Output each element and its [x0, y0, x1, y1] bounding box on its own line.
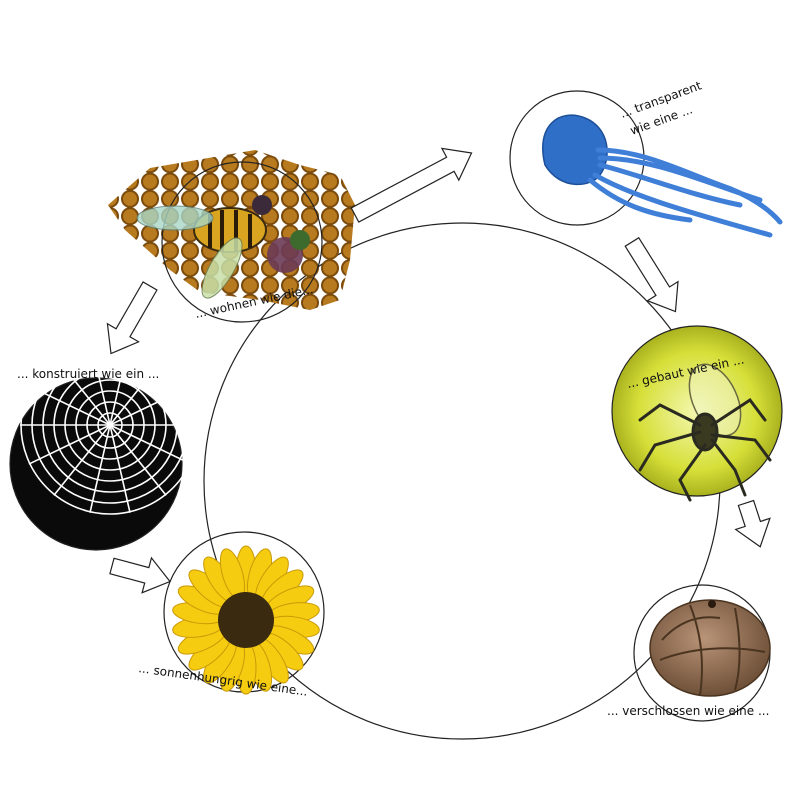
walnut-node: ... verschlossen wie eine ... — [607, 584, 771, 722]
spiderweb-label: ... konstruiert wie ein ... — [17, 367, 159, 381]
sunflower-icon — [172, 545, 320, 695]
arrow-spiderweb-to-sunflower — [109, 556, 171, 594]
spiderweb-node: ... konstruiert wie ein ... — [9, 335, 200, 551]
spiderweb-icon — [20, 335, 200, 515]
web-ring — [64, 379, 156, 471]
sunflower-node: ... sonnenhungrig wie eine... — [138, 531, 325, 699]
glass-spider-node: ... gebaut wie ein ... — [611, 325, 783, 502]
walnut-icon — [649, 599, 771, 697]
jellyfish-icon — [542, 114, 783, 238]
bee-icon — [136, 195, 310, 299]
arrow-bee-to-jellyfish — [350, 147, 473, 223]
web-ring — [53, 368, 167, 482]
jellyfish-node: ... transparent wie eine ... — [509, 78, 783, 238]
bee-node: ... wohnen wie die... — [108, 150, 355, 323]
arrow-jellyfish-to-spider — [624, 236, 679, 313]
arrow-bee-to-spiderweb — [106, 281, 158, 355]
bee-node-circle — [161, 161, 323, 323]
walnut-label: ... verschlossen wie eine ... — [607, 704, 769, 718]
web-ring — [97, 412, 123, 438]
web-ring — [86, 401, 134, 449]
spiderweb-node-circle — [9, 377, 183, 551]
arrow-spider-to-walnut — [734, 499, 771, 548]
web-ring — [75, 390, 145, 460]
web-ring — [42, 357, 178, 493]
glass-spider-icon — [638, 363, 772, 502]
sunflower-center — [218, 592, 274, 648]
